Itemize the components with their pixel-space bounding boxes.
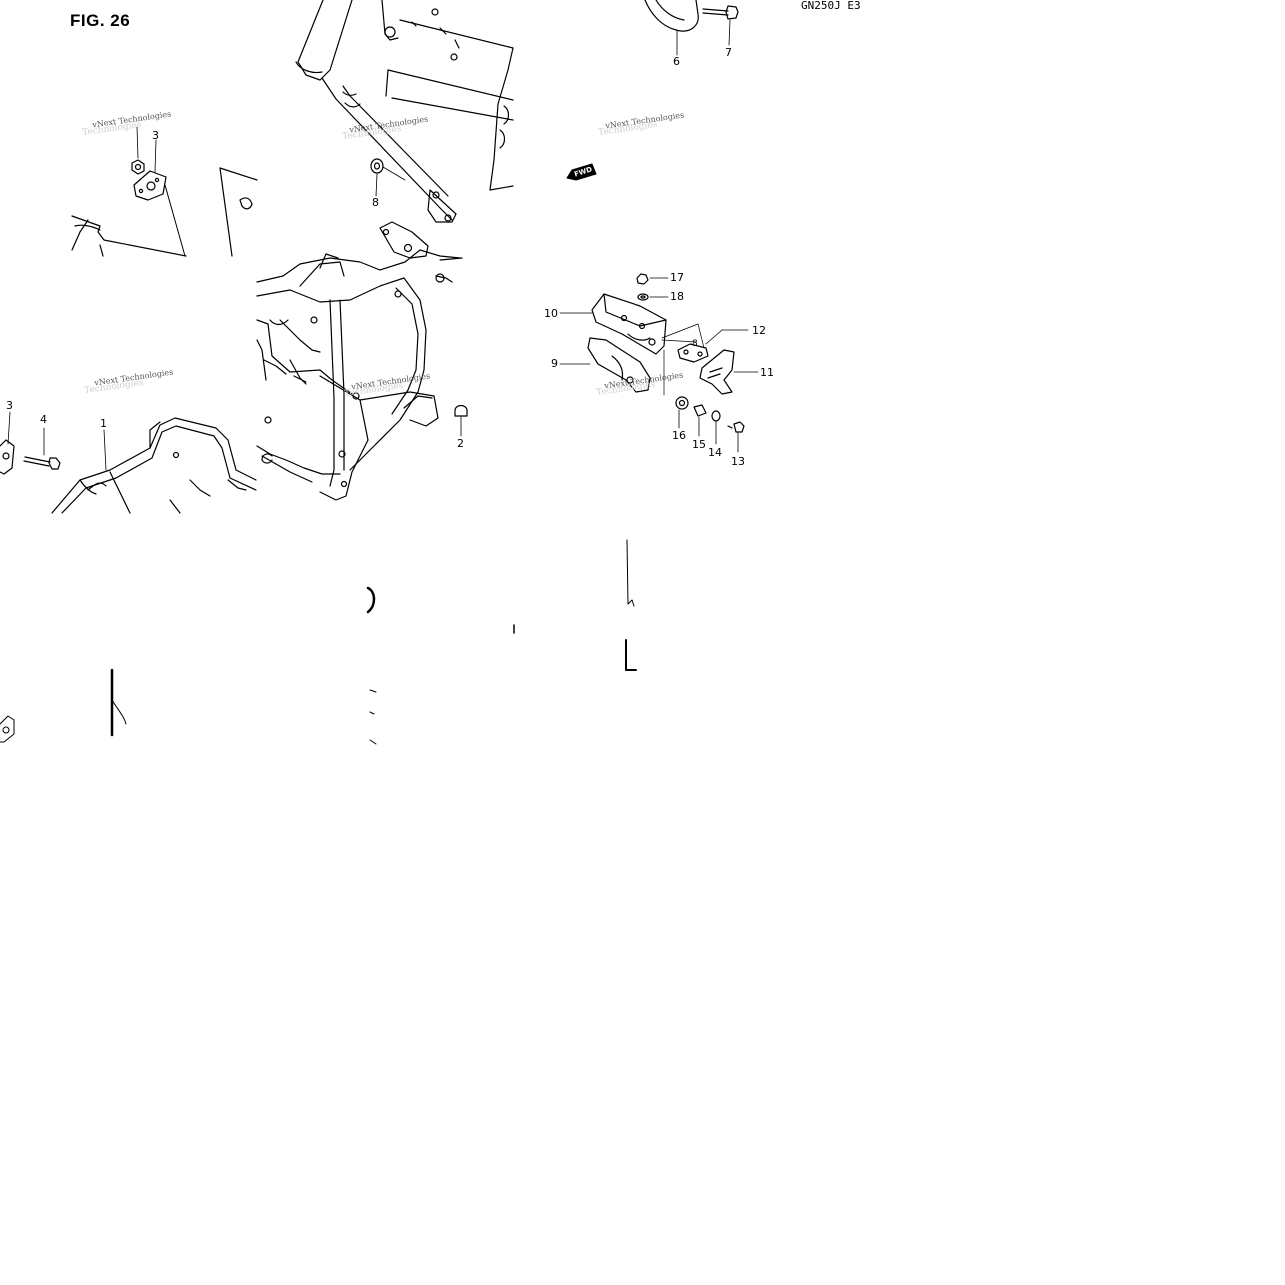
callout-4: 4: [40, 413, 47, 426]
upper-frame-drawing: [295, 0, 514, 223]
callout-8: 8: [692, 339, 698, 349]
collar-icon: [693, 404, 707, 417]
nut-icon: [636, 273, 649, 285]
callout-18: 18: [670, 290, 684, 303]
callout-3: 3: [6, 399, 13, 412]
callout-8: 8: [372, 196, 379, 209]
callout-1: 1: [100, 417, 107, 430]
callout-15: 15: [692, 438, 706, 451]
figure-label: FIG. 26: [70, 11, 131, 30]
top-right-bolt-detail: [644, 0, 739, 56]
rubber-bushing-icon: [370, 158, 384, 174]
bolt-icon: [727, 421, 745, 433]
callout-17: 17: [670, 271, 684, 284]
forward-arrow-icon: [566, 163, 597, 181]
callout-7: 7: [725, 46, 732, 59]
frame-loop-drawing: [0, 411, 257, 514]
callout-9: 9: [551, 357, 558, 370]
callout-6: 6: [673, 55, 680, 68]
top-left-detail: [71, 126, 258, 257]
washer-icon: [711, 410, 721, 422]
callout-13: 13: [731, 455, 745, 468]
callout-11: 11: [760, 366, 774, 379]
rubber-bushing-icon: [675, 396, 689, 410]
callout-10: 10: [544, 307, 558, 320]
callout-16: 16: [672, 429, 686, 442]
bolt-icon: [23, 456, 61, 470]
partial-tile-fragments: [0, 539, 637, 745]
model-code: GN250J E3: [801, 0, 861, 12]
nut-icon: [131, 159, 145, 175]
callout-3: 3: [152, 129, 159, 142]
bracket-assembly-drawing: [559, 273, 759, 453]
mounting-plate-icon: [0, 439, 15, 475]
mounting-plate-icon: [133, 170, 167, 201]
washer-icon: [637, 293, 649, 301]
callout-14: 14: [708, 446, 722, 459]
callout-12: 12: [752, 324, 766, 337]
callout-2: 2: [457, 437, 464, 450]
bolt-icon: [702, 5, 739, 20]
cap-icon: [454, 404, 468, 417]
lower-frame-drawing: [256, 221, 468, 501]
